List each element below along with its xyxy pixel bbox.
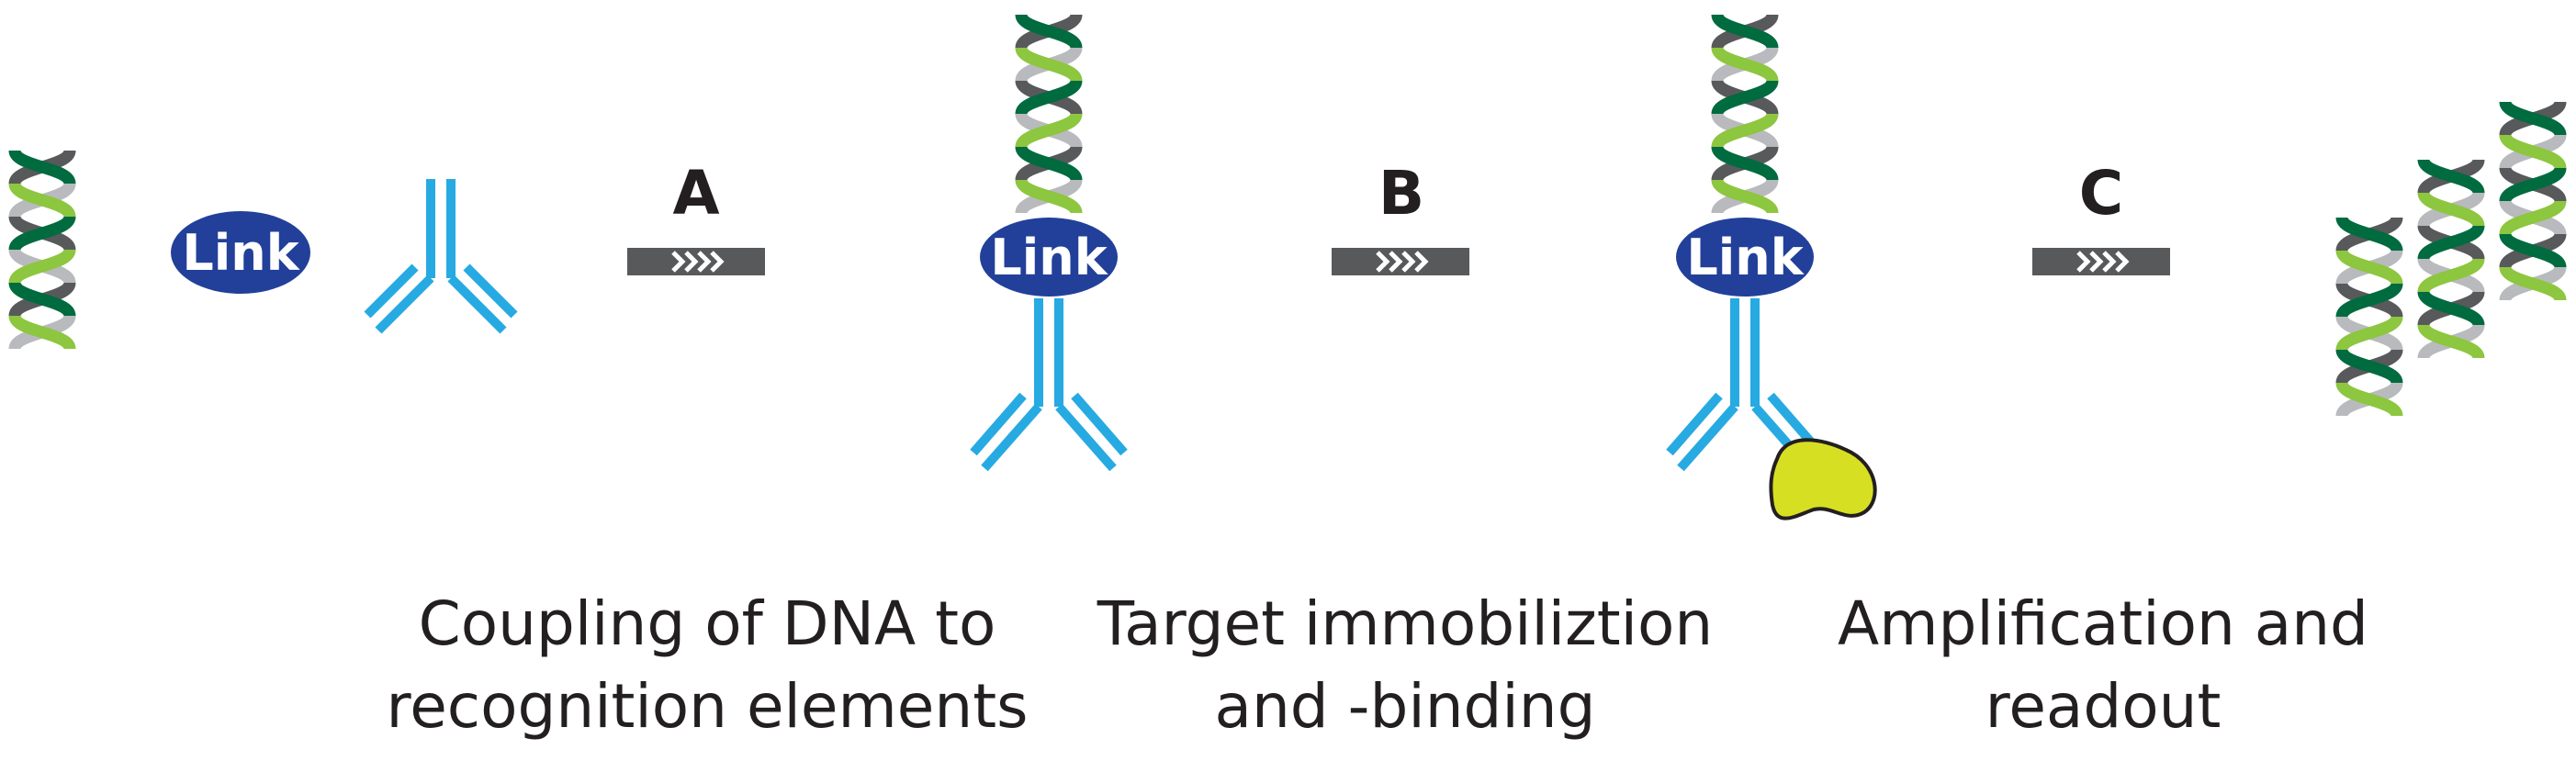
step-c-caption: Amplification and readout [1754,583,2452,748]
link-badge-icon: Link [1676,218,1814,297]
caption-line: Amplification and [1838,588,2368,659]
link-badge-icon: Link [980,218,1118,297]
caption-line: Coupling of DNA to [418,588,996,659]
dna-helix-icon [1021,15,1076,213]
step-a-label: A [672,158,720,229]
antibody-icon [364,179,518,334]
process-arrow-icon [627,248,765,275]
caption-line: and -binding [1214,671,1596,742]
process-arrow-icon [1332,248,1469,275]
step-c-label: C [2078,158,2124,229]
dna-helix-icon [1717,15,1772,213]
dna-helix-icon [15,151,70,349]
dna-helix-icon [2342,218,2397,416]
dna-helix-icon [2424,160,2479,358]
step-b-label: B [1378,158,1425,229]
dna-helix-icon [2505,102,2560,300]
link-label: Link [182,224,299,282]
process-arrow-icon [2032,248,2170,275]
link-label: Link [990,229,1108,286]
step-b-caption: Target immobiliztion and -binding [1056,583,1754,748]
caption-line: readout [1985,671,2222,742]
caption-line: recognition elements [386,671,1029,742]
link-badge-icon: Link [171,211,310,294]
caption-line: Target immobiliztion [1097,588,1714,659]
antibody-icon [973,298,1124,468]
target-molecule-icon [1769,438,1877,520]
link-label: Link [1686,229,1804,286]
step-a-caption: Coupling of DNA to recognition elements [358,583,1056,748]
